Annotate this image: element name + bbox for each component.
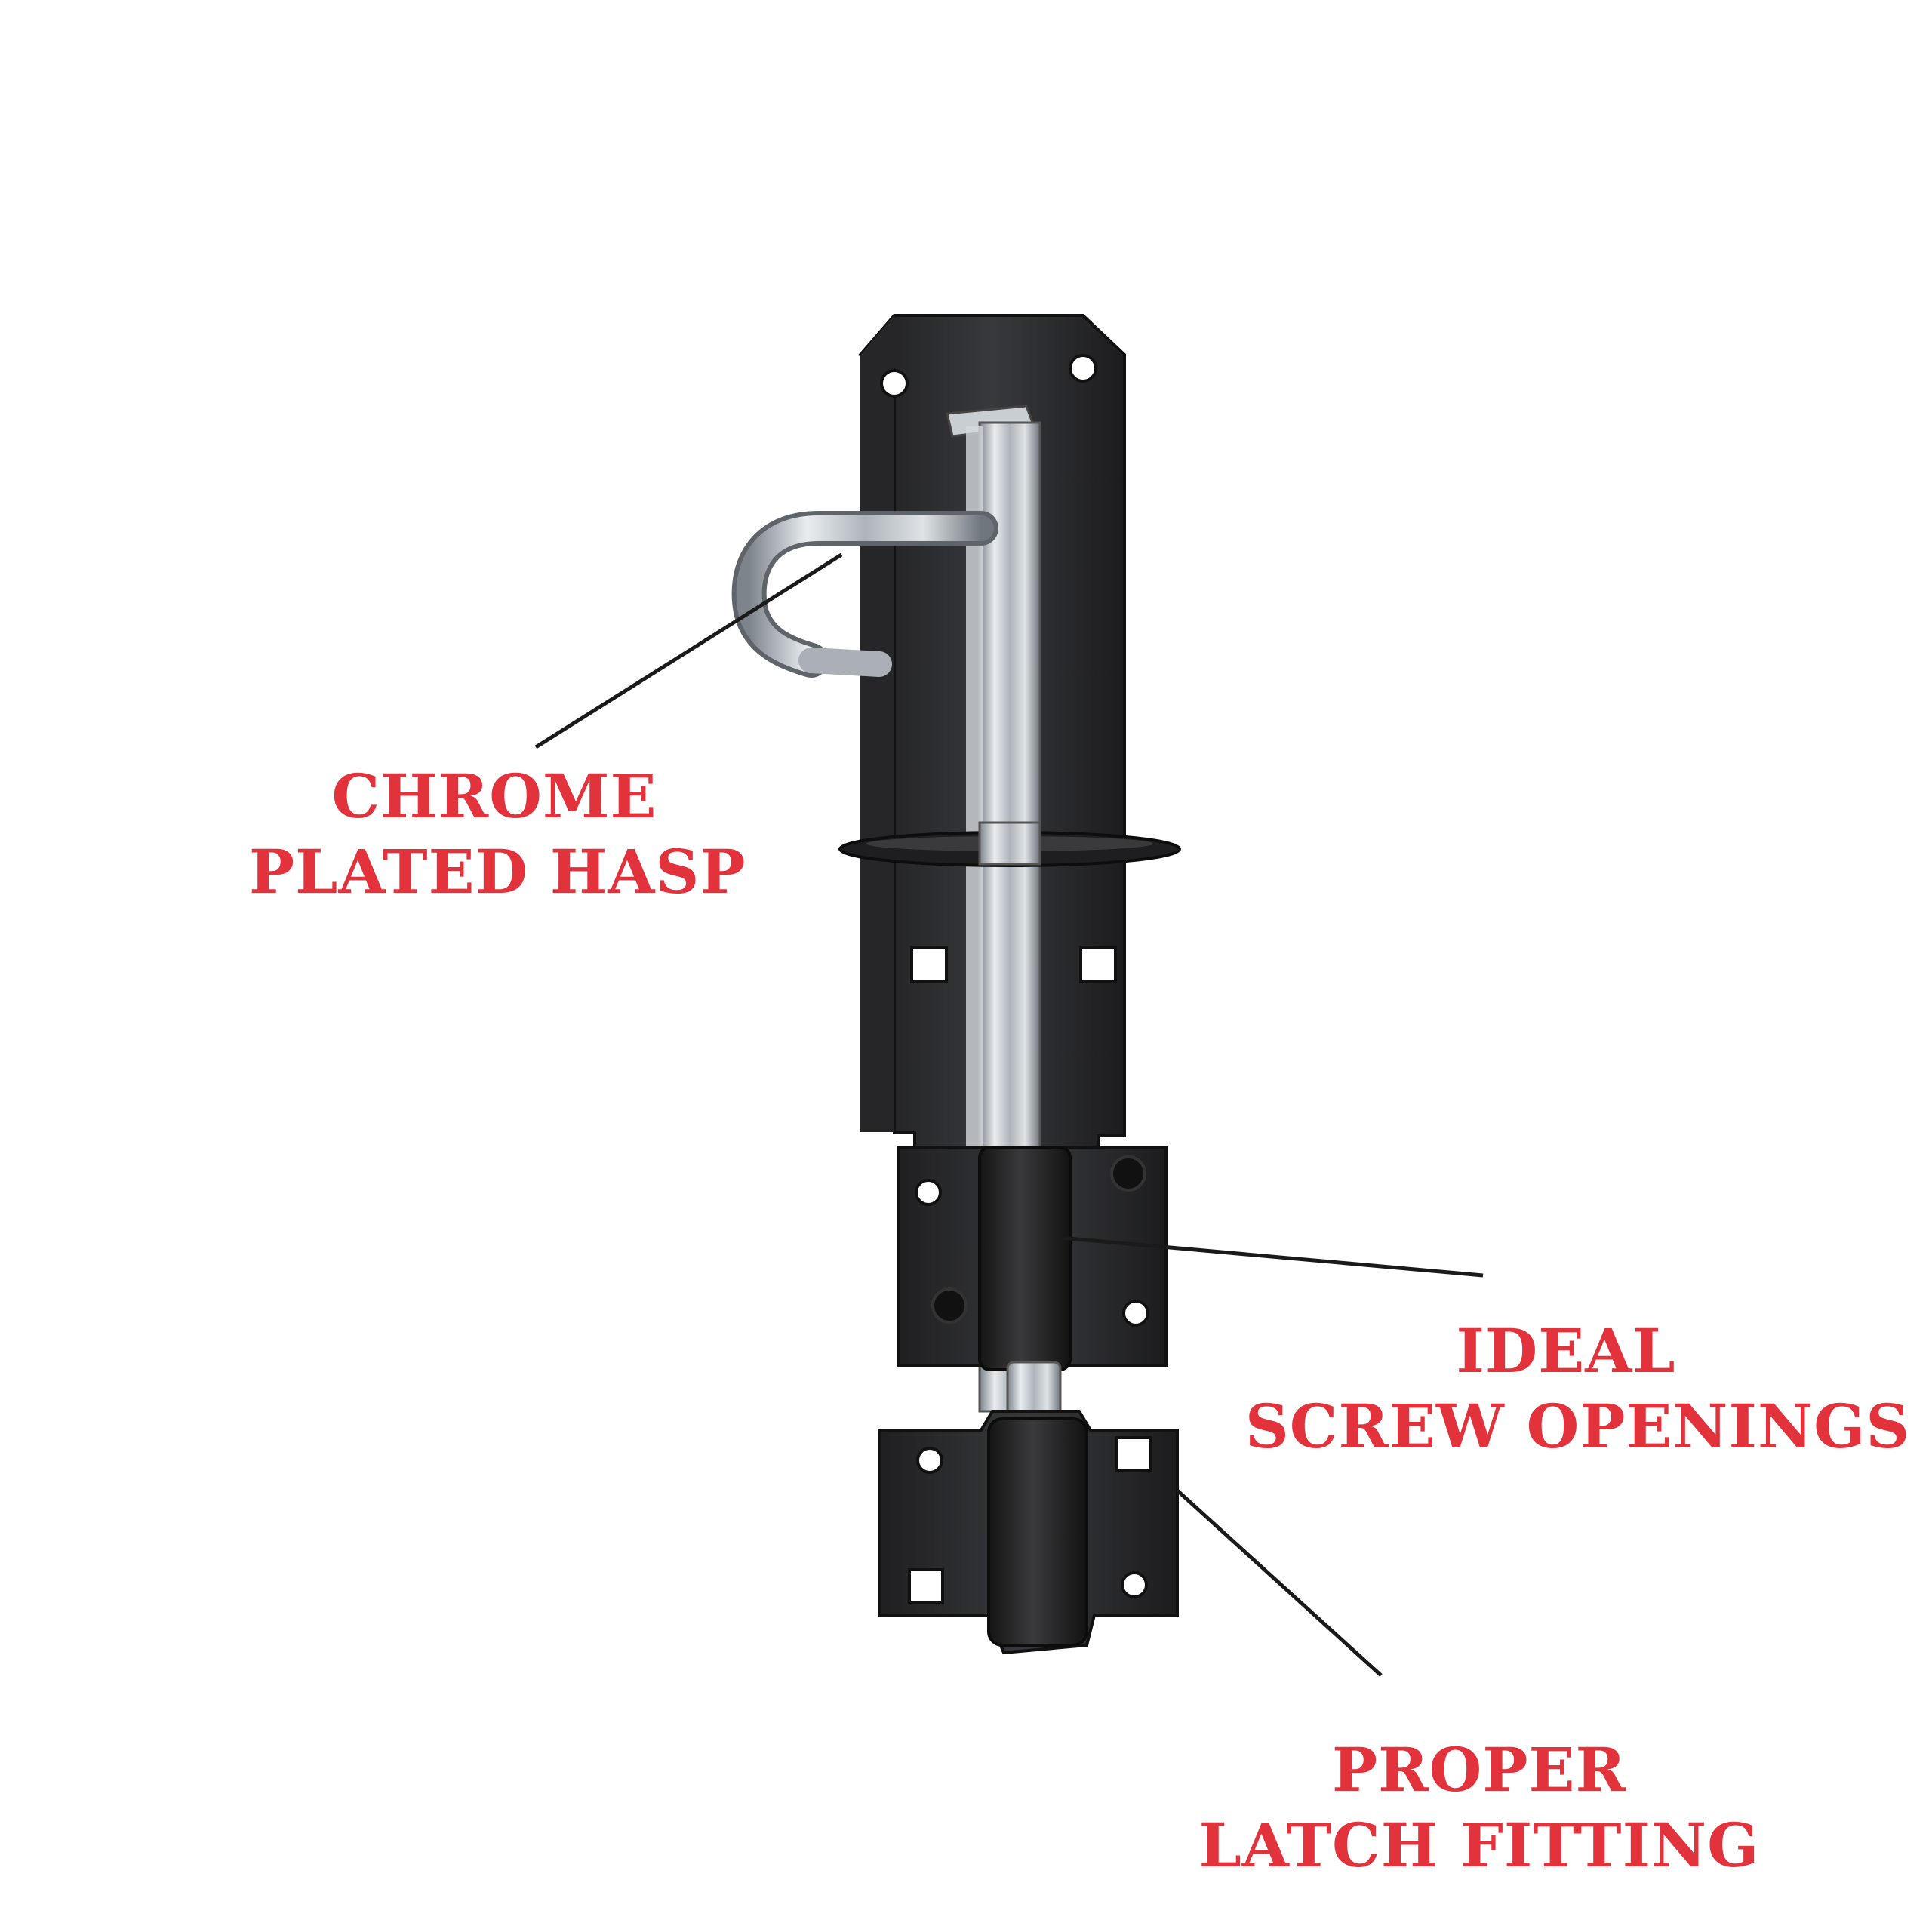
label-screw-line1: IDEAL bbox=[1456, 1315, 1676, 1386]
screw-hole-lower-1 bbox=[915, 1179, 942, 1206]
leader-line-latch bbox=[1176, 1489, 1383, 1677]
label-proper-latch-fitting: PROPER LATCH FITTING bbox=[1170, 1732, 1789, 1883]
square-hole-right bbox=[1079, 946, 1117, 983]
keeper-square-hole-2 bbox=[908, 1568, 944, 1604]
label-hasp-line2: PLATED HASP bbox=[249, 836, 746, 907]
keeper-screw-hole-2 bbox=[1121, 1571, 1148, 1598]
screw-hole-top-right bbox=[1069, 354, 1097, 383]
rivet-1 bbox=[1110, 1155, 1146, 1192]
label-latch-line1: PROPER bbox=[1332, 1734, 1626, 1805]
label-latch-line2: LATCH FITTING bbox=[1198, 1810, 1760, 1881]
leader-line-screw bbox=[1060, 1235, 1484, 1278]
screw-hole-lower-2 bbox=[1122, 1300, 1149, 1327]
bolt-sleeve bbox=[978, 1146, 1072, 1371]
rivet-2 bbox=[931, 1287, 968, 1324]
screw-hole-top-left bbox=[880, 369, 909, 398]
square-hole-left bbox=[910, 946, 948, 983]
label-ideal-screw-openings: IDEAL SCREW OPENINGS bbox=[1245, 1313, 1911, 1464]
label-hasp-line1: CHROME bbox=[331, 761, 657, 832]
keeper-square-hole-1 bbox=[1115, 1436, 1152, 1472]
leader-line-hasp bbox=[534, 552, 843, 749]
keeper-screw-hole-1 bbox=[916, 1447, 943, 1474]
label-chrome-plated-hasp: CHROME PLATED HASP bbox=[249, 758, 746, 909]
label-screw-line2: SCREW OPENINGS bbox=[1245, 1391, 1911, 1462]
